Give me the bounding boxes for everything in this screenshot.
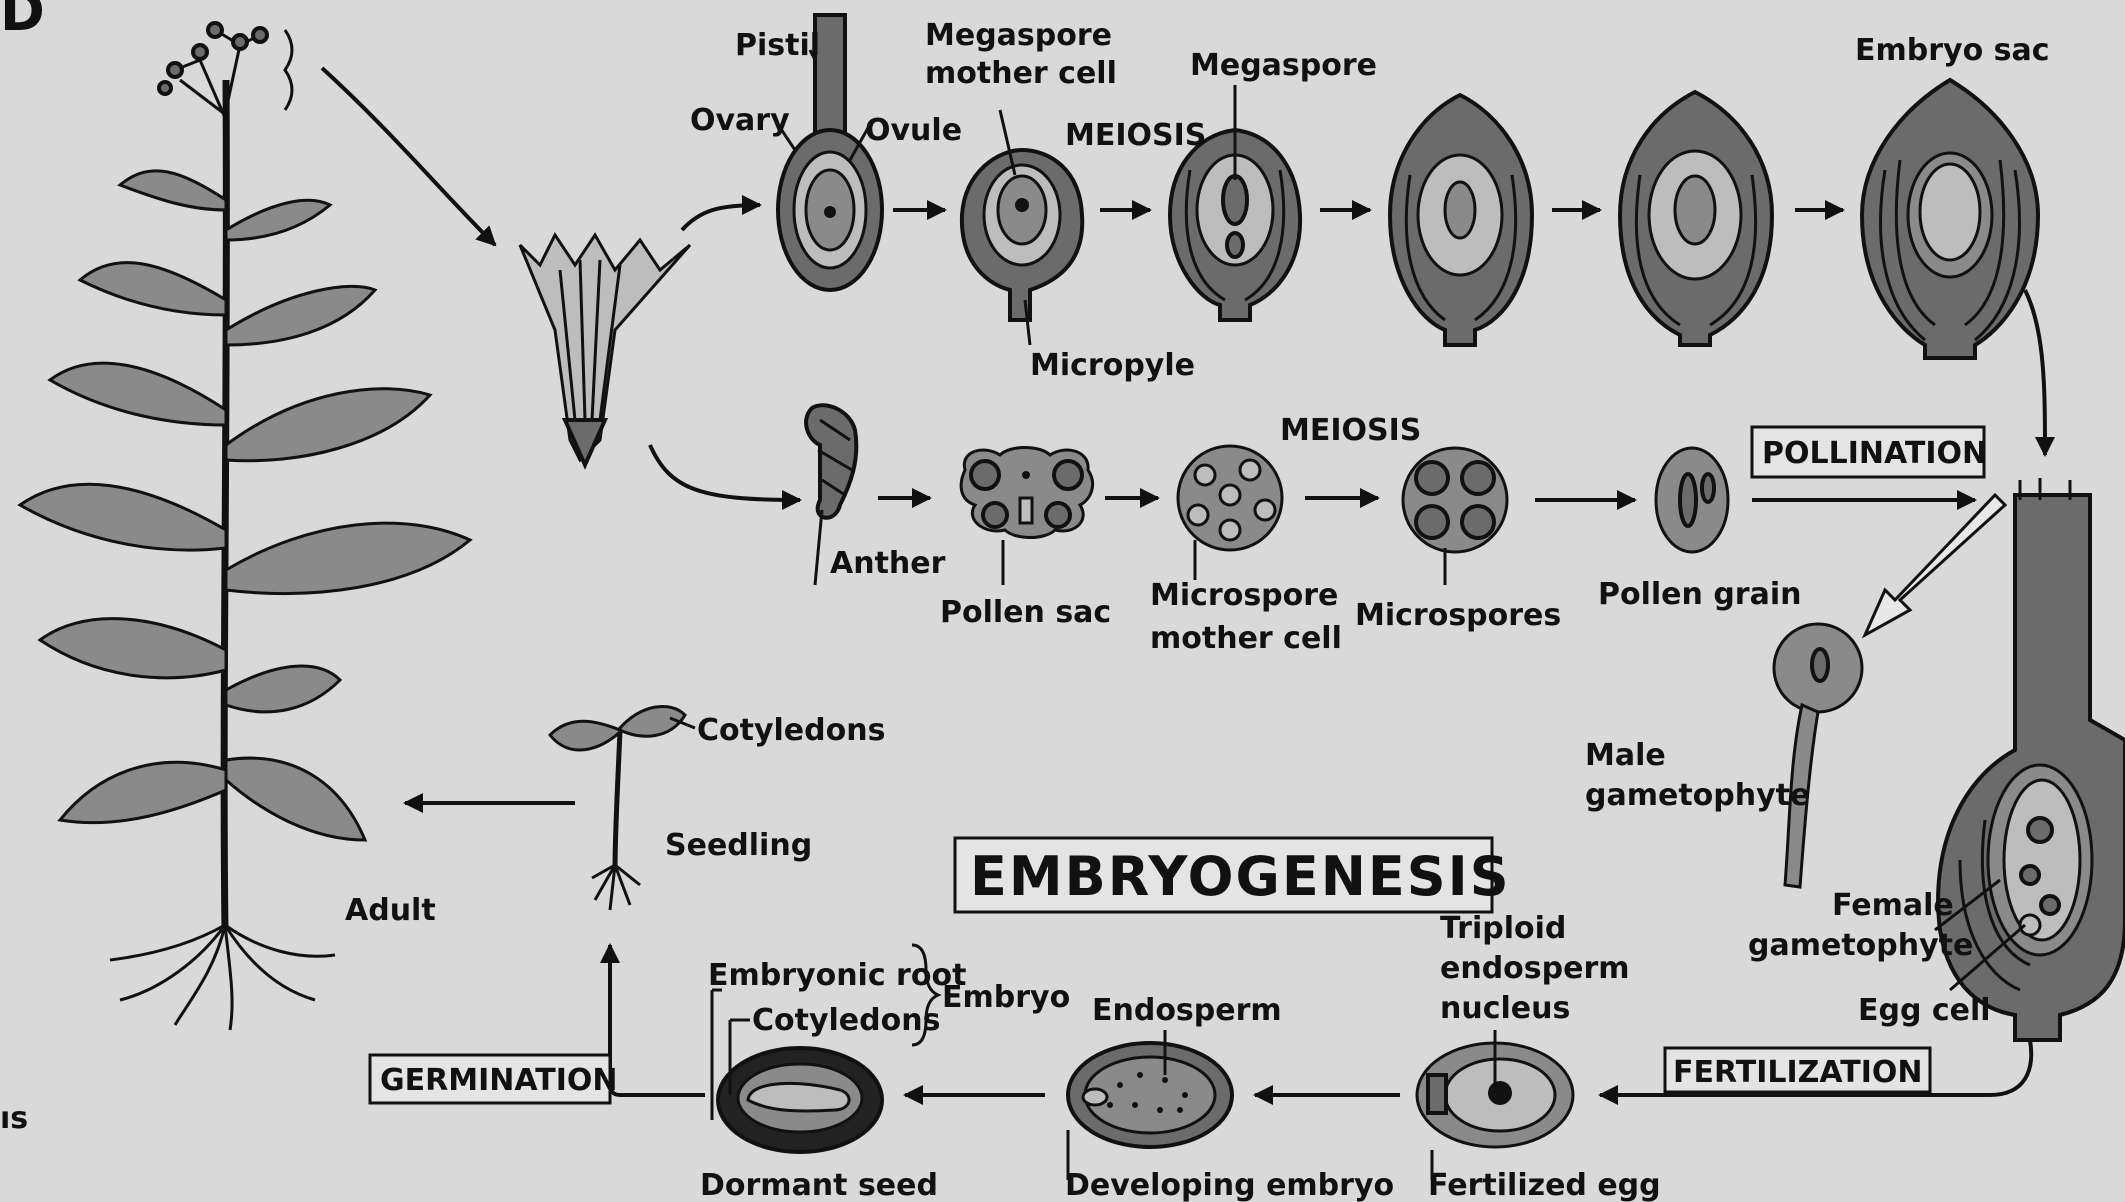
flower-section-icon xyxy=(520,235,690,465)
pollen-grain-label: Pollen grain xyxy=(1598,577,1801,612)
triploid-label-2: endosperm xyxy=(1440,951,1630,986)
seedling-label: Seedling xyxy=(665,828,812,863)
meiosis-top-label: MEIOSIS xyxy=(1065,118,1206,153)
micropyle-label: Micropyle xyxy=(1030,348,1195,383)
germination-label: GERMINATION xyxy=(380,1063,617,1098)
female-gametophyte-label-1: Female xyxy=(1832,888,1954,923)
egg-cell-label: Egg cell xyxy=(1858,993,1991,1028)
ovule-stage-3-drawing xyxy=(1390,95,1532,345)
seedling-drawing xyxy=(550,706,685,910)
embryogenesis-label: EMBRYOGENESIS xyxy=(970,845,1511,908)
pollen-sac-label: Pollen sac xyxy=(940,595,1111,630)
ovule-stage-4-drawing xyxy=(1620,92,1772,345)
microspores-drawing xyxy=(1403,448,1507,552)
developing-embryo-drawing xyxy=(1068,1043,1232,1147)
pollen-grain-drawing xyxy=(1656,448,1728,552)
microspore-mother-cell-drawing xyxy=(1178,446,1282,550)
developing-embryo-label: Developing embryo xyxy=(1065,1168,1394,1202)
megaspore-label: Megaspore xyxy=(1190,48,1377,83)
fertilized-egg-label: Fertilized egg xyxy=(1428,1168,1661,1202)
arrow-to-male-gametophyte xyxy=(1865,495,2005,635)
roots-icon xyxy=(110,925,335,1030)
triploid-label-3: nucleus xyxy=(1440,991,1570,1026)
arrow-embryo-sac-down xyxy=(2025,290,2045,455)
dormant-seed-drawing xyxy=(718,1048,882,1152)
arrow-germination xyxy=(610,945,705,1095)
embryo-label: Embryo xyxy=(942,980,1070,1015)
female-gametophyte-label-2: gametophyte xyxy=(1748,928,1973,963)
cotyledons-seedling-label: Cotyledons xyxy=(697,713,885,748)
microspore-mother-cell-label-1: Microspore xyxy=(1150,578,1338,613)
dormant-seed-label: Dormant seed xyxy=(700,1168,938,1202)
anther-label: Anther xyxy=(830,546,946,581)
male-gametophyte-label-1: Male xyxy=(1585,738,1666,773)
microspore-mother-cell-label-2: mother cell xyxy=(1150,621,1342,656)
pistil-label: Pistil xyxy=(735,28,820,63)
male-gametophyte-drawing xyxy=(1774,624,1862,887)
arrow-plant-to-flower xyxy=(322,68,495,245)
megaspore-mother-cell-drawing xyxy=(962,150,1082,320)
edge-fragment-text: ıs xyxy=(0,1101,28,1136)
megaspore-mother-cell-label-1: Megaspore xyxy=(925,18,1112,53)
endosperm-label: Endosperm xyxy=(1092,993,1282,1028)
microspores-label: Microspores xyxy=(1355,598,1561,633)
meiosis-middle-label: MEIOSIS xyxy=(1280,413,1421,448)
embryo-sac-drawing xyxy=(1862,80,2038,358)
male-gametophyte-label-2: gametophyte xyxy=(1585,778,1810,813)
cotyledons-seed-label: Cotyledons xyxy=(752,1003,940,1038)
embryo-sac-label: Embryo sac xyxy=(1855,33,2050,68)
panel-letter: D xyxy=(0,0,47,43)
arrow-flower-to-anther xyxy=(650,445,800,500)
triploid-label-1: Triploid xyxy=(1440,911,1566,946)
pollen-sac-drawing xyxy=(961,448,1092,538)
fertilization-label: FERTILIZATION xyxy=(1673,1055,1923,1090)
megaspore-mother-cell-label-2: mother cell xyxy=(925,56,1117,91)
arrow-flower-to-ovary xyxy=(682,205,760,230)
flower-cluster-icon xyxy=(159,23,292,120)
pollination-label: POLLINATION xyxy=(1762,436,1987,471)
ovule-label: Ovule xyxy=(865,113,962,148)
adult-label: Adult xyxy=(345,893,436,928)
adult-plant-illustration xyxy=(20,23,470,1030)
